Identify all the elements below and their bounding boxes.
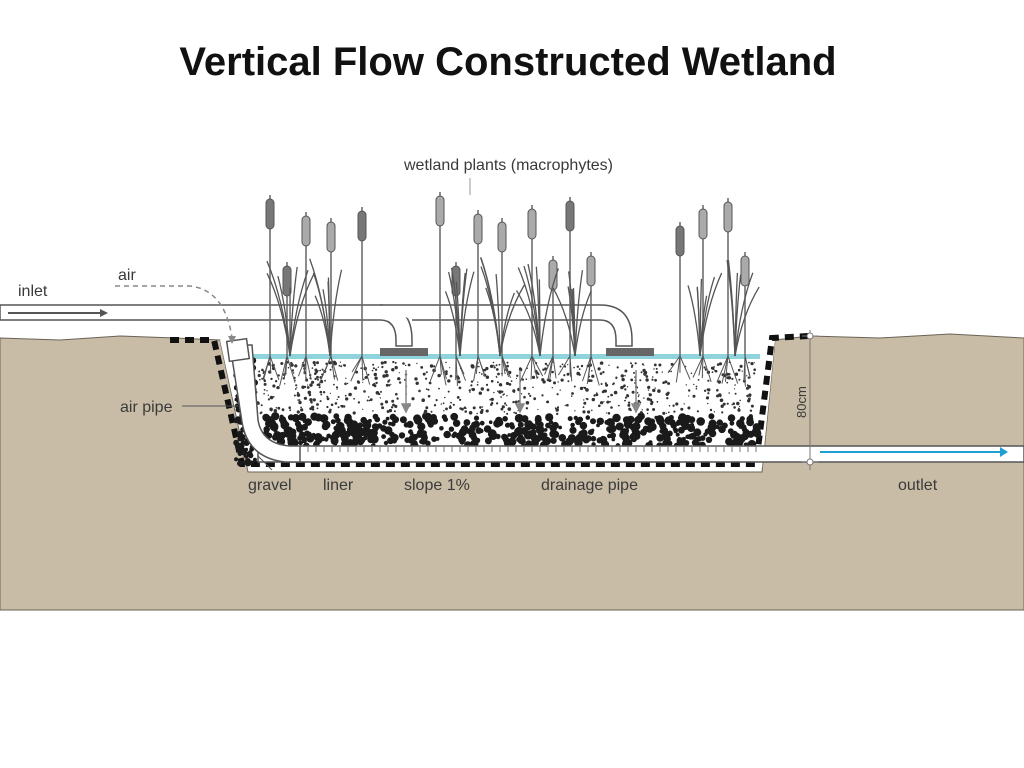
outlet-label: outlet xyxy=(898,477,938,494)
gravel-label: gravel xyxy=(248,477,292,494)
drainage-pipe-label: drainage pipe xyxy=(541,477,638,494)
inlet-label: inlet xyxy=(18,283,48,300)
page-title: Vertical Flow Constructed Wetland xyxy=(179,40,837,84)
flow-arrows xyxy=(400,370,642,414)
air-label: air xyxy=(118,267,136,284)
liner xyxy=(170,333,809,467)
air-pipe-label: air pipe xyxy=(120,399,173,416)
water-surface xyxy=(240,354,760,359)
inlet-pipe xyxy=(0,304,654,356)
liner-label: liner xyxy=(323,477,354,494)
outlet-arrow xyxy=(820,447,1008,457)
air-flow-path xyxy=(115,285,236,344)
drainage-pipe xyxy=(257,445,1024,463)
depth-label: 80cm xyxy=(794,386,809,418)
plants-label: wetland plants (macrophytes) xyxy=(403,157,613,174)
wetland-plants xyxy=(262,192,760,387)
gravel-leader xyxy=(257,455,273,471)
air-pipe xyxy=(225,337,301,463)
depth-dimension xyxy=(802,330,818,470)
slope-label: slope 1% xyxy=(404,477,470,494)
